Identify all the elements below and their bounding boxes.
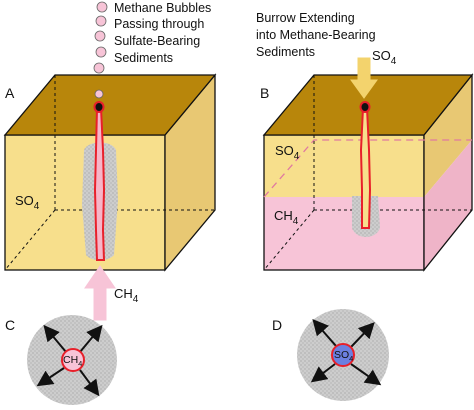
- panel-b-front-lower: [264, 197, 424, 270]
- panel-a-caption-2: Passing through: [114, 17, 204, 31]
- panel-b-caption-1: Burrow Extending: [256, 11, 355, 25]
- panel-b-sulfate-arrow: [350, 57, 378, 99]
- panel-c-arrow-sw: [36, 367, 65, 387]
- panel-a-burrow: [93, 107, 106, 261]
- panel-c: C CH4: [5, 315, 117, 405]
- panel-b-interface: [263, 139, 472, 198]
- panel-d-letter: D: [272, 317, 282, 333]
- panel-c-center-label: CH4: [63, 354, 82, 368]
- panel-b-burrow: [359, 107, 372, 229]
- bubble-1: [94, 89, 104, 99]
- panel-a-letter: A: [5, 85, 15, 101]
- panel-d-arrow-sw: [310, 363, 336, 383]
- panel-b-caption-3: Sediments: [256, 45, 315, 59]
- panel-b-side-lower: [424, 140, 472, 270]
- panel-d-arrow-se: [350, 363, 382, 386]
- bubble-4: [94, 30, 106, 42]
- panel-a-arrow-label: CH4: [114, 286, 139, 305]
- panel-a: Methane Bubbles Passing through Sulfate-…: [3, 1, 217, 321]
- panel-c-arrow-se: [79, 369, 100, 397]
- panel-c-letter: C: [5, 317, 15, 333]
- panel-b-arrow-label: SO4: [372, 48, 397, 67]
- panel-a-caption-3: Sulfate-Bearing: [114, 34, 200, 48]
- panel-d-arrow-nw: [312, 318, 337, 347]
- bubble-3: [95, 46, 107, 58]
- panel-a-methane-arrow: [84, 265, 116, 321]
- panel-b-side-upper: [424, 75, 472, 197]
- bubble-5: [95, 15, 107, 27]
- panel-d: D SO4: [272, 309, 389, 401]
- panel-a-zone-label: SO4: [15, 193, 40, 212]
- panel-d-arrow-ne: [350, 322, 375, 348]
- panel-b-lower-zone-label: CH4: [274, 208, 299, 227]
- bubble-2: [93, 62, 105, 74]
- panel-a-top-face: [3, 74, 217, 136]
- panel-b-caption-2: into Methane-Bearing: [256, 28, 376, 42]
- bubble-6: [96, 1, 108, 13]
- panel-d-center-label: SO4: [334, 349, 353, 363]
- panel-b: SO4 Burrow Extending into Methane-Bearin…: [256, 11, 474, 272]
- panel-c-arrow-ne: [79, 324, 103, 353]
- panel-b-upper-zone-label: SO4: [275, 143, 300, 162]
- panel-a-burrow-opening: [93, 101, 105, 113]
- panel-b-letter: B: [260, 85, 269, 101]
- panel-c-burrow-section: [61, 348, 85, 372]
- panel-a-caption-4: Sediments: [114, 51, 173, 65]
- panel-a-caption-1: Methane Bubbles: [114, 1, 211, 15]
- panel-c-arrow-nw: [43, 324, 67, 353]
- panel-d-burrow-section: [331, 343, 355, 367]
- panel-b-burrow-opening: [359, 101, 371, 113]
